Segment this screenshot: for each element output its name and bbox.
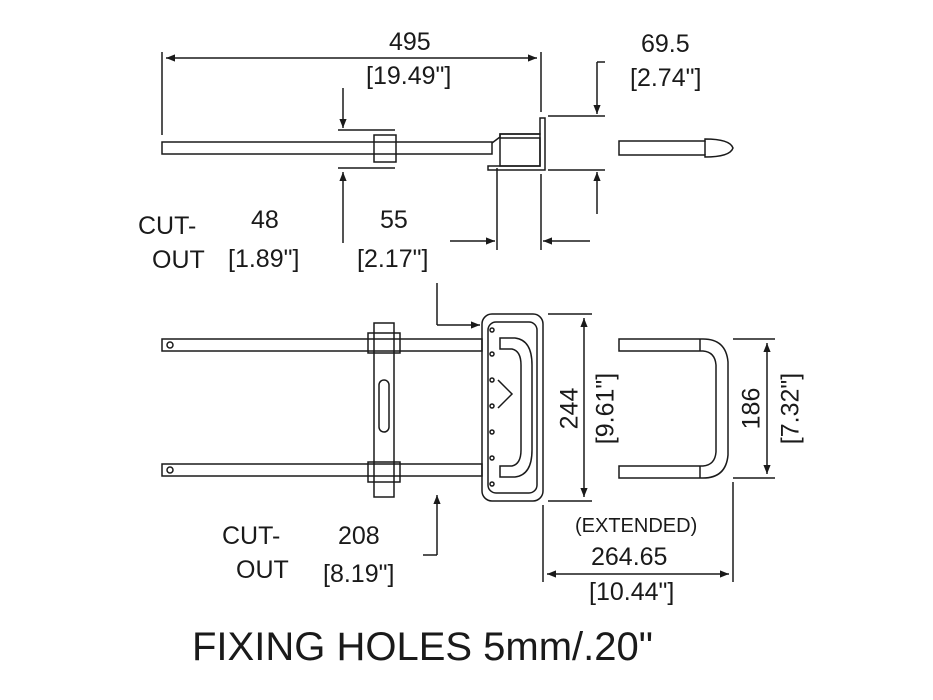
- dim-69-5-in: [2.74"]: [630, 64, 702, 92]
- side-bracket: [487, 117, 546, 171]
- top-u-handle: [618, 338, 729, 479]
- top-bracket: [481, 313, 544, 502]
- dim-69-5: [548, 61, 605, 214]
- cutout-bottom-label-1: CUT-: [222, 522, 281, 550]
- cutout-top-label-1: CUT-: [138, 212, 197, 240]
- dim-495: [161, 52, 542, 135]
- dim-264-65-mm: 264.65: [591, 543, 668, 571]
- dim-48-mm: 48: [251, 206, 279, 234]
- dim-208-in: [8.19"]: [323, 560, 395, 588]
- fixing-holes-title: FIXING HOLES 5mm/.20": [192, 625, 653, 669]
- dim-264-65-in: [10.44"]: [589, 578, 675, 606]
- side-slide-block: [373, 134, 397, 163]
- dim-495-in: [19.49"]: [366, 62, 452, 90]
- extended-label: (EXTENDED): [575, 515, 698, 537]
- top-rod-upper: [161, 338, 483, 352]
- dim-208-mm: 208: [338, 522, 380, 550]
- cross-brace: [373, 322, 395, 498]
- cutout-bottom-label-2: OUT: [236, 556, 289, 584]
- dim-186-mm: 186: [737, 387, 766, 430]
- cutout-top-label-2: OUT: [152, 246, 205, 274]
- dim-186: [733, 338, 775, 479]
- side-rod: [161, 141, 493, 155]
- dim-48: [338, 88, 395, 243]
- dim-48-in: [1.89"]: [228, 245, 300, 273]
- top-view-handle: [161, 313, 729, 502]
- dim-55-in: [2.17"]: [357, 245, 429, 273]
- dim-244-in: [9.61"]: [591, 372, 620, 445]
- top-rod-lower: [161, 463, 483, 477]
- dim-69-5-mm: 69.5: [641, 30, 690, 58]
- dim-186-in: [7.32"]: [776, 372, 805, 445]
- dim-495-mm: 495: [389, 28, 431, 56]
- dim-264-65: [542, 482, 734, 582]
- dim-55-mm: 55: [380, 206, 408, 234]
- dim-top-cutout-arrow: [436, 283, 480, 329]
- dim-208: [423, 495, 441, 556]
- dim-244-mm: 244: [555, 387, 584, 430]
- side-view-handle: [161, 117, 734, 171]
- side-handle-detached: [618, 138, 734, 158]
- dim-244: [548, 313, 592, 502]
- dim-55: [450, 168, 590, 250]
